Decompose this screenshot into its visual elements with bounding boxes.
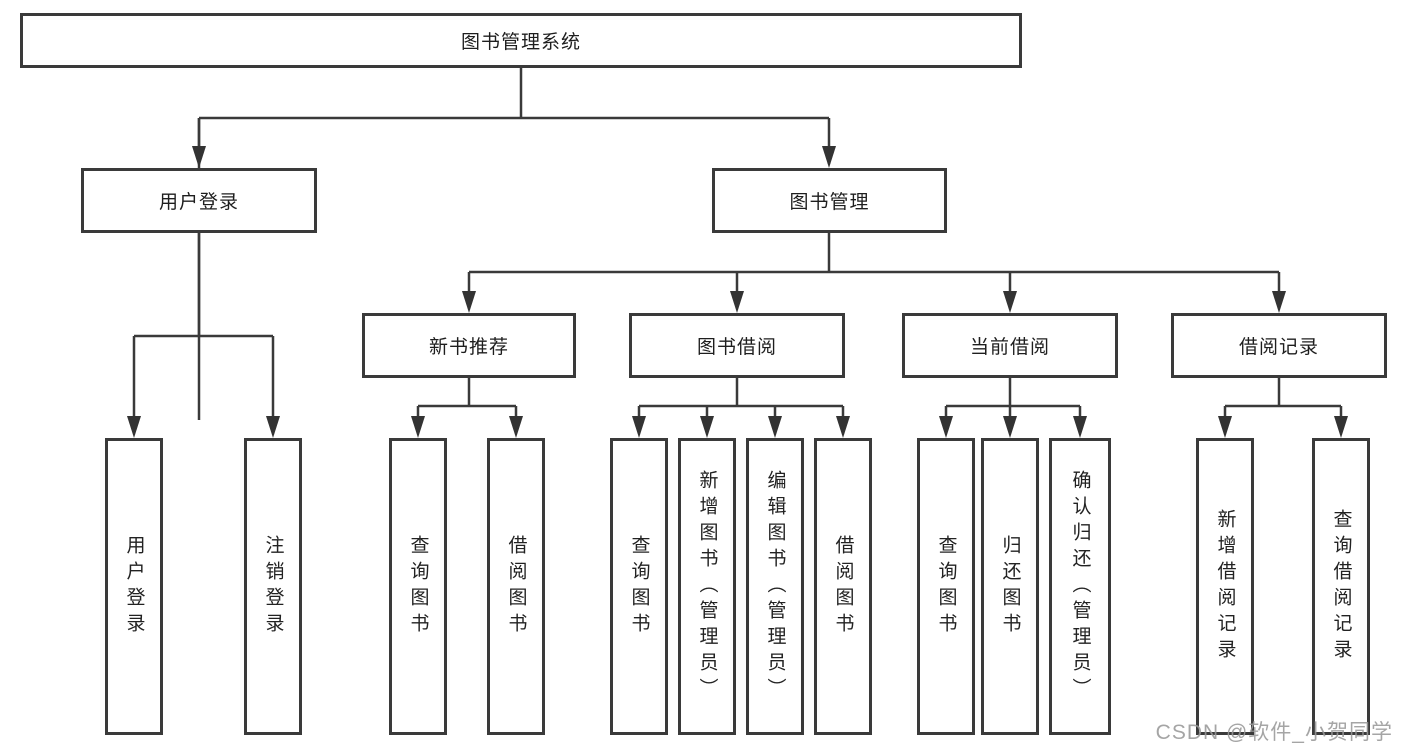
arrow-down-icon — [462, 291, 476, 313]
arrow-down-icon — [632, 416, 646, 438]
leaf-query-books: 查询图书 — [917, 438, 975, 735]
node-library-management-system: 图书管理系统 — [20, 13, 1022, 68]
node-new-book-recommendation: 新书推荐 — [362, 313, 576, 378]
arrow-down-icon — [1218, 416, 1232, 438]
arrow-down-icon — [836, 416, 850, 438]
csdn-watermark: CSDN @软件_小贺同学 — [1155, 721, 1393, 744]
node-user-login: 用户登录 — [81, 168, 317, 233]
leaf-label: 查询图书 — [628, 534, 650, 639]
leaf-label: 查询借阅记录 — [1330, 508, 1352, 665]
leaf-query-books: 查询图书 — [389, 438, 447, 735]
node-label: 新书推荐 — [428, 337, 509, 358]
leaf-add-book-admin: 新增图书（管理员） — [678, 438, 736, 735]
leaf-label: 归还图书 — [999, 534, 1021, 639]
connector-root-to-level2 — [197, 68, 831, 420]
arrow-down-icon — [1003, 416, 1017, 438]
arrow-down-icon — [509, 416, 523, 438]
connector-user-login-branch — [132, 233, 275, 432]
connector-sec0-branch — [416, 378, 518, 432]
arrow-down-icon — [822, 146, 836, 168]
connector-book-mgmt-branch — [467, 233, 1281, 308]
leaf-add-borrow-record: 新增借阅记录 — [1196, 438, 1254, 735]
connector-sec1-branch — [637, 378, 845, 432]
arrow-down-icon — [1334, 416, 1348, 438]
arrow-down-icon — [768, 416, 782, 438]
leaf-label: 借阅图书 — [505, 534, 527, 639]
arrow-down-icon — [939, 416, 953, 438]
leaf-label: 确认归还（管理员） — [1069, 469, 1091, 704]
node-label: 当前借阅 — [969, 337, 1050, 358]
node-book-management: 图书管理 — [712, 168, 947, 233]
node-label: 图书管理系统 — [460, 32, 581, 53]
leaf-label: 查询图书 — [935, 534, 957, 639]
leaf-label: 查询图书 — [407, 534, 429, 639]
arrow-down-icon — [266, 416, 280, 438]
node-current-borrowing: 当前借阅 — [902, 313, 1118, 378]
arrow-down-icon — [127, 416, 141, 438]
arrow-down-icon — [700, 416, 714, 438]
arrow-down-icon — [411, 416, 425, 438]
node-label: 图书管理 — [789, 192, 870, 213]
node-label: 图书借阅 — [696, 337, 777, 358]
leaf-borrow-books: 借阅图书 — [487, 438, 545, 735]
leaf-edit-book-admin: 编辑图书（管理员） — [746, 438, 804, 735]
leaf-borrow-books: 借阅图书 — [814, 438, 872, 735]
leaf-label: 用户登录 — [123, 534, 145, 639]
leaf-query-books: 查询图书 — [610, 438, 668, 735]
arrow-down-icon — [1073, 416, 1087, 438]
arrow-down-icon — [192, 146, 206, 168]
leaf-label: 新增借阅记录 — [1214, 508, 1236, 665]
node-book-borrowing: 图书借阅 — [629, 313, 845, 378]
arrow-down-icon — [730, 291, 744, 313]
leaf-label: 编辑图书（管理员） — [764, 469, 786, 704]
arrow-down-icon — [1272, 291, 1286, 313]
node-borrowing-records: 借阅记录 — [1171, 313, 1387, 378]
leaf-label: 借阅图书 — [832, 534, 854, 639]
leaf-query-borrow-record: 查询借阅记录 — [1312, 438, 1370, 735]
leaf-return-books: 归还图书 — [981, 438, 1039, 735]
arrow-down-icon — [1003, 291, 1017, 313]
arrowheads — [127, 146, 1348, 438]
leaf-confirm-return-admin: 确认归还（管理员） — [1049, 438, 1111, 735]
leaf-user-login: 用户登录 — [105, 438, 163, 735]
leaf-logout: 注销登录 — [244, 438, 302, 735]
connector-sec3-branch — [1223, 378, 1343, 432]
node-label: 用户登录 — [158, 192, 239, 213]
leaf-label: 新增图书（管理员） — [696, 469, 718, 704]
leaf-label: 注销登录 — [262, 534, 284, 639]
node-label: 借阅记录 — [1238, 337, 1319, 358]
